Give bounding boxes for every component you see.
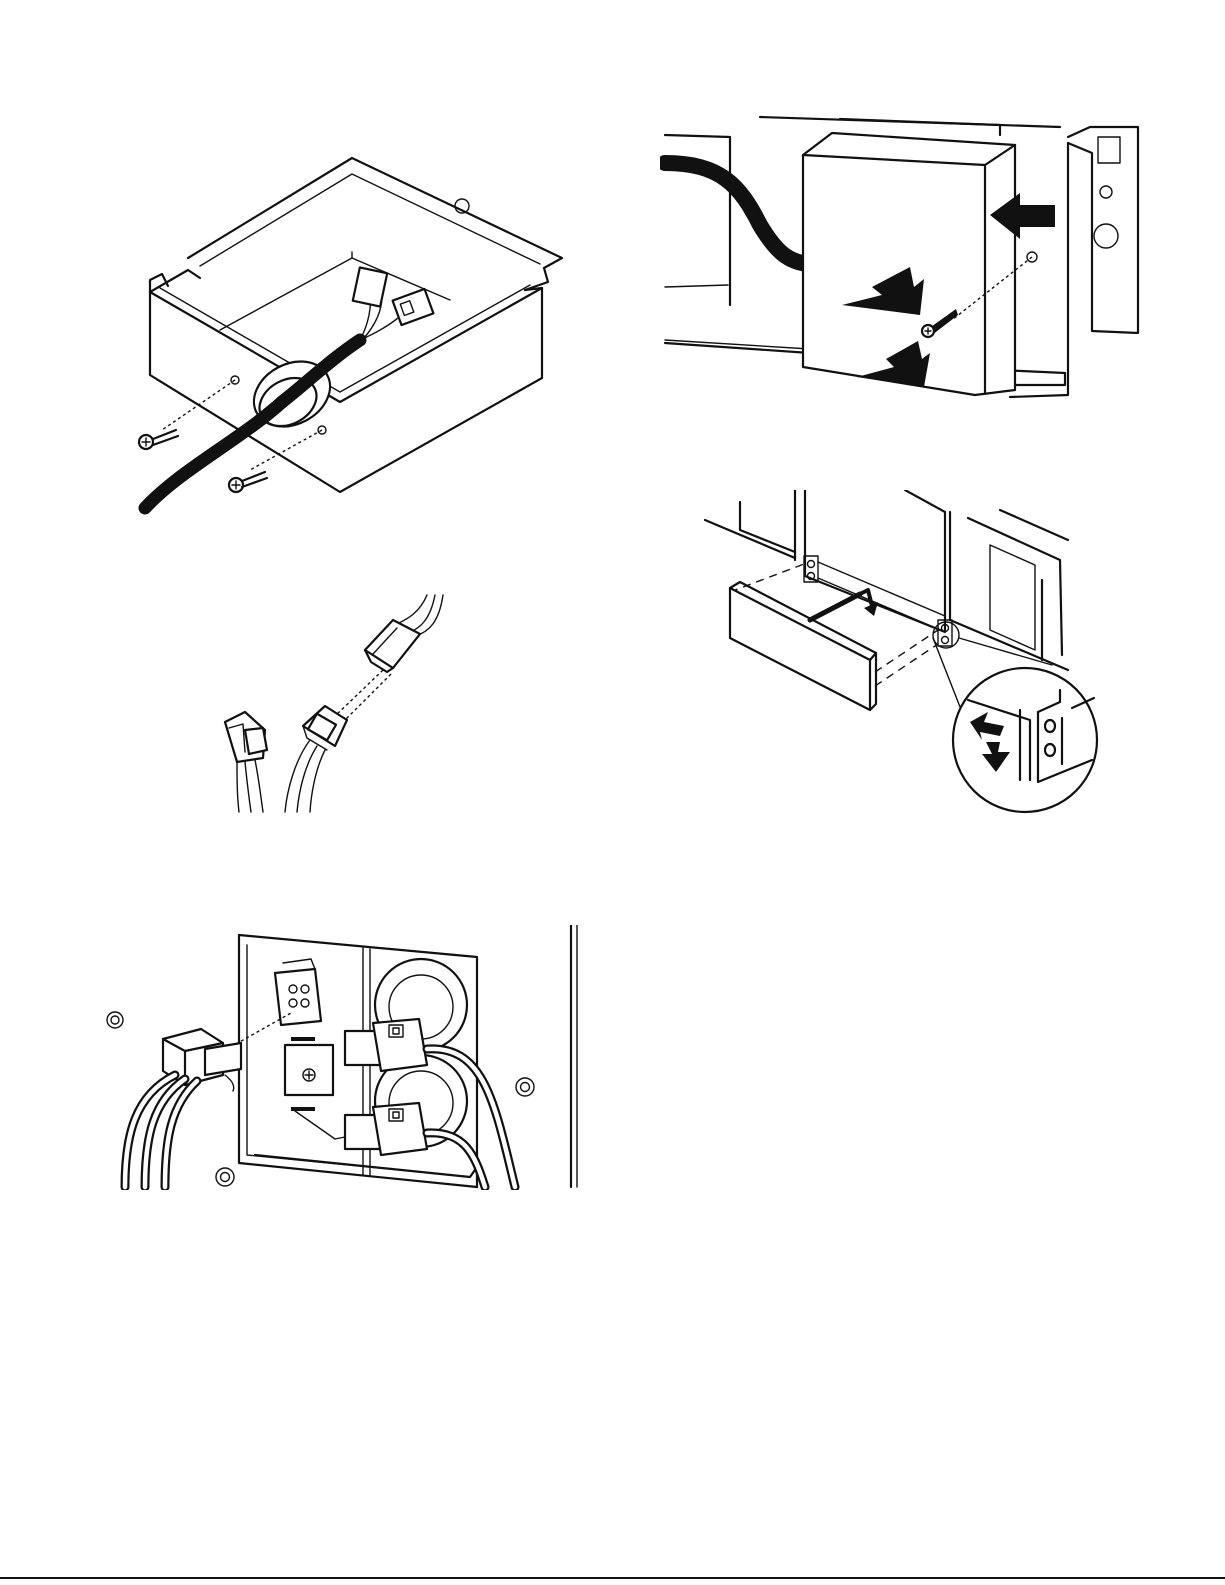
panel-trim-illustration bbox=[700, 490, 1100, 820]
junction-box-illustration bbox=[120, 140, 580, 520]
rear-connector-panel-illustration bbox=[105, 925, 585, 1190]
connector-pair-illustration bbox=[215, 590, 465, 815]
terminal-cover-illustration bbox=[660, 105, 1150, 405]
footer-rule bbox=[0, 1577, 1225, 1579]
